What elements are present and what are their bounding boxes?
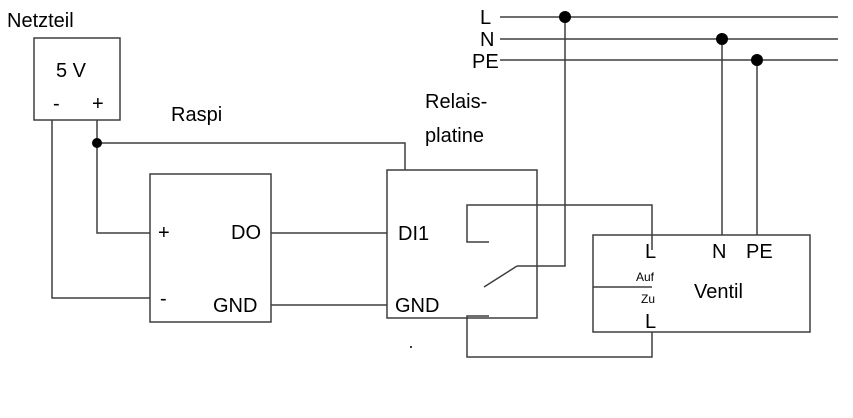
valve-box: [592, 234, 811, 333]
raspi-minus: -: [160, 288, 167, 310]
raspi-gnd: GND: [213, 295, 257, 317]
valve-l-top: L: [645, 241, 656, 263]
relay-contact-lower: [466, 315, 653, 358]
relay-gnd: GND: [395, 295, 439, 317]
valve-zu-label: Zu: [641, 292, 655, 306]
relay-switch-blade: [483, 265, 518, 288]
valve-l-bottom: L: [645, 311, 656, 333]
power-supply-plus: +: [92, 93, 104, 115]
power-supply-minus: -: [53, 93, 60, 115]
relay-common-to-l: [517, 17, 566, 267]
junction-l: [559, 11, 571, 23]
valve-pe-label: PE: [746, 241, 773, 263]
mains-l-label: L: [480, 7, 491, 29]
relay-title-line1: Relais-: [425, 91, 487, 113]
junction-5v: [92, 138, 102, 148]
relay-title-line2: platine: [425, 125, 484, 147]
valve-n-label: N: [712, 241, 726, 263]
wire-5v-raspi: [96, 120, 150, 234]
wire-gnd-supply: [51, 120, 150, 299]
raspi-box: [149, 173, 272, 323]
power-supply-voltage: 5 V: [56, 60, 87, 82]
raspi-plus: +: [158, 222, 170, 244]
valve-name: Ventil: [694, 281, 743, 303]
raspi-title: Raspi: [171, 104, 222, 126]
relay-di1: DI1: [398, 223, 429, 245]
relay-contact-upper: [466, 204, 653, 250]
junction-n: [716, 33, 728, 45]
relay-board-box: [386, 169, 538, 319]
wire-5v-relay: [97, 142, 406, 170]
raspi-do: DO: [231, 222, 261, 244]
stray-dot: [410, 346, 412, 348]
junction-pe: [751, 54, 763, 66]
power-supply-box: [33, 37, 121, 121]
mains-pe-label: PE: [472, 51, 499, 73]
mains-n-label: N: [480, 29, 494, 51]
power-supply-title: Netzteil: [7, 10, 74, 32]
valve-auf-label: Auf: [636, 270, 655, 284]
